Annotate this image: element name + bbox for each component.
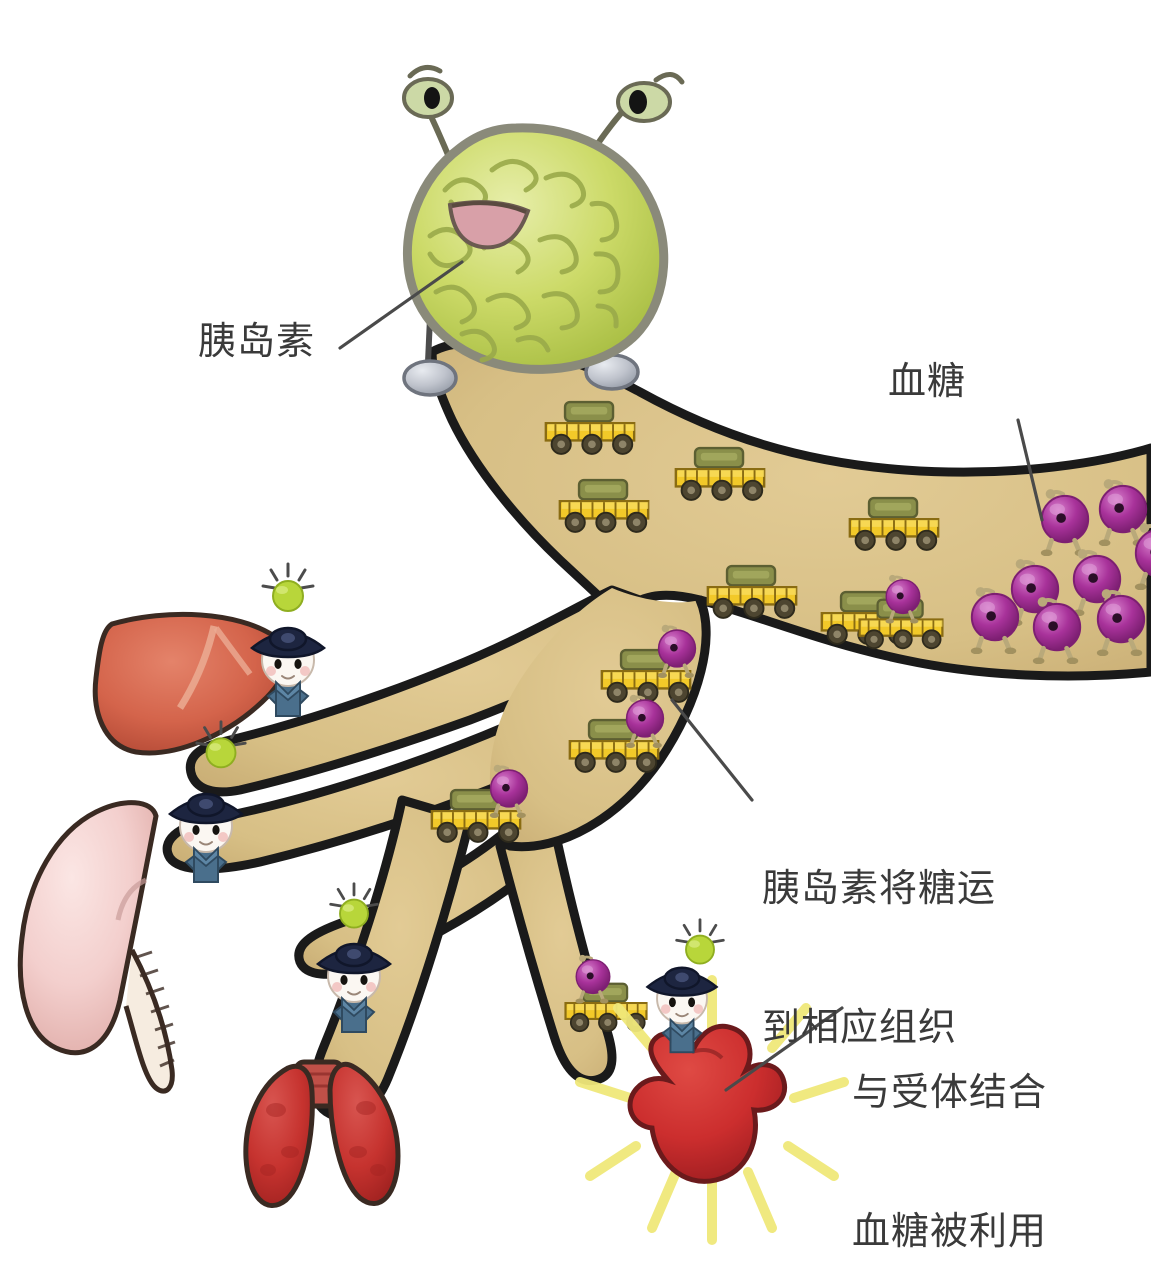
- leader-line-glucose: [1016, 418, 1044, 522]
- stomach-icon: [17, 800, 159, 1055]
- organ-lungs-group: [243, 1059, 401, 1208]
- label-insulin-transports-sugar: 胰岛素将糖运 到相应组织: [762, 772, 996, 1143]
- lung-right-icon: [327, 1061, 401, 1206]
- brain-convolutions: [427, 159, 621, 363]
- sparkle-burst-icon: [261, 562, 315, 613]
- label-transport-line-1: 胰岛素将糖运: [762, 865, 997, 910]
- leader-line-insulin: [338, 260, 464, 350]
- antenna-eye-left-icon: [402, 64, 454, 119]
- label-blood-glucose: 血糖: [888, 359, 967, 403]
- leader-line-group: [338, 260, 1044, 1092]
- insulin-blob-body: [402, 123, 669, 374]
- liver-fissure: [177, 625, 218, 710]
- insulin-mouth-line: [451, 201, 527, 214]
- leader-line-receptor: [724, 1006, 844, 1092]
- sparkle-burst-icon: [675, 918, 725, 965]
- antenna-eye-right-icon: [616, 72, 685, 123]
- organ-stomach-group: [17, 720, 247, 1094]
- label-receptor-line-2: 血糖被利用: [852, 1208, 1048, 1253]
- insulin-character: [402, 64, 685, 397]
- vessel-lower-right-branch: [495, 831, 617, 1086]
- organ-liver-group: [92, 562, 326, 756]
- duodenum-icon: [123, 948, 175, 1094]
- duodenum-ridges: [133, 950, 176, 1068]
- stomach-fold: [115, 877, 148, 921]
- label-receptor-line-1: 与受体结合: [852, 1069, 1048, 1114]
- heart-vessel: [691, 1048, 724, 1060]
- organ-heart-group: [575, 918, 849, 1245]
- label-insulin: 胰岛素: [198, 319, 316, 363]
- label-receptor-binding: 与受体结合 血糖被利用: [852, 976, 1047, 1280]
- liver-fissure-2: [213, 626, 253, 676]
- heart-glow-rays: [575, 975, 849, 1245]
- lung-left-icon: [243, 1063, 315, 1208]
- label-transport-line-2: 到相应组织: [762, 1004, 958, 1049]
- lung-texture: [260, 1101, 386, 1176]
- vessel-fork-seam: [505, 595, 711, 852]
- leader-line-transport: [670, 698, 754, 802]
